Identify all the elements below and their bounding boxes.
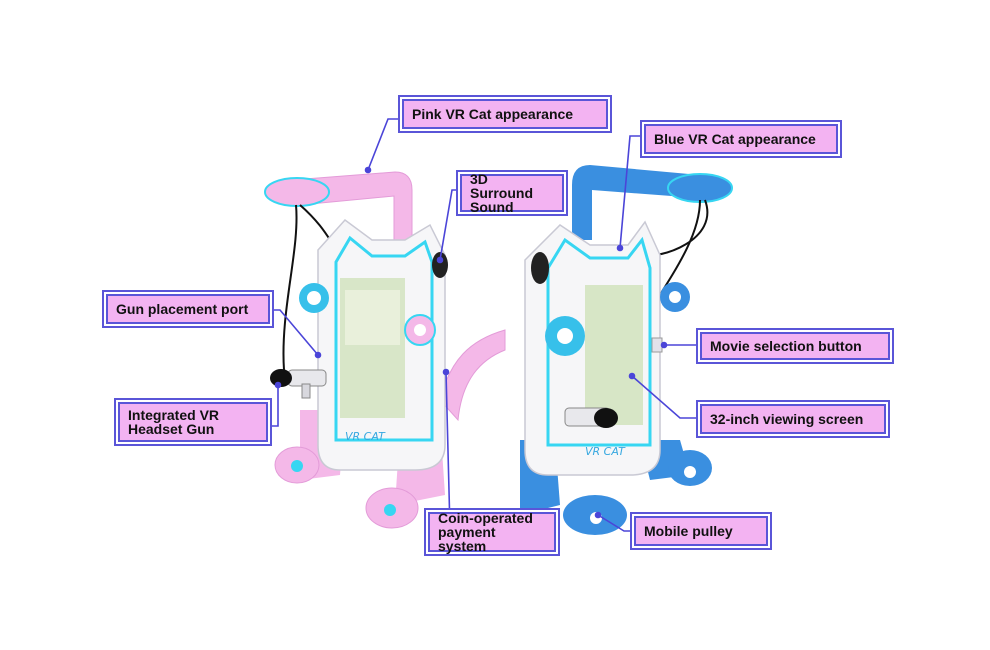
- pink-arm-disc: [264, 177, 330, 207]
- pink-brand-text: VR CAT: [345, 430, 386, 443]
- paw-icon: [384, 504, 396, 516]
- pink-speaker: [432, 252, 448, 278]
- callout-gun-port: Gun placement port: [106, 294, 270, 324]
- callout-coin-payment: Coin-operated payment system: [428, 511, 556, 553]
- callout-headset-gun: Integrated VR Headset Gun: [118, 402, 268, 442]
- paw-icon: [684, 466, 696, 478]
- paw-icon: [291, 460, 303, 472]
- blue-vr-cat-machine: VR CAT: [520, 165, 733, 535]
- callout-movie-button: Movie selection button: [700, 332, 890, 360]
- blue-speaker: [531, 252, 549, 284]
- pink-vr-cat-machine: VR CAT: [264, 171, 506, 529]
- callout-surround-sound: 3D Surround Sound: [460, 172, 564, 214]
- movie-selection-buttons: [651, 337, 663, 353]
- blue-arm-disc: [667, 173, 733, 203]
- callout-blue-appearance: Blue VR Cat appearance: [644, 124, 838, 154]
- blue-brand-text: VR CAT: [585, 445, 626, 458]
- callout-screen: 32-inch viewing screen: [700, 404, 886, 434]
- blue-screen: [585, 285, 643, 425]
- callout-lines: [268, 118, 698, 532]
- callout-pulley: Mobile pulley: [634, 516, 768, 546]
- callout-pink-appearance: Pink VR Cat appearance: [402, 99, 608, 129]
